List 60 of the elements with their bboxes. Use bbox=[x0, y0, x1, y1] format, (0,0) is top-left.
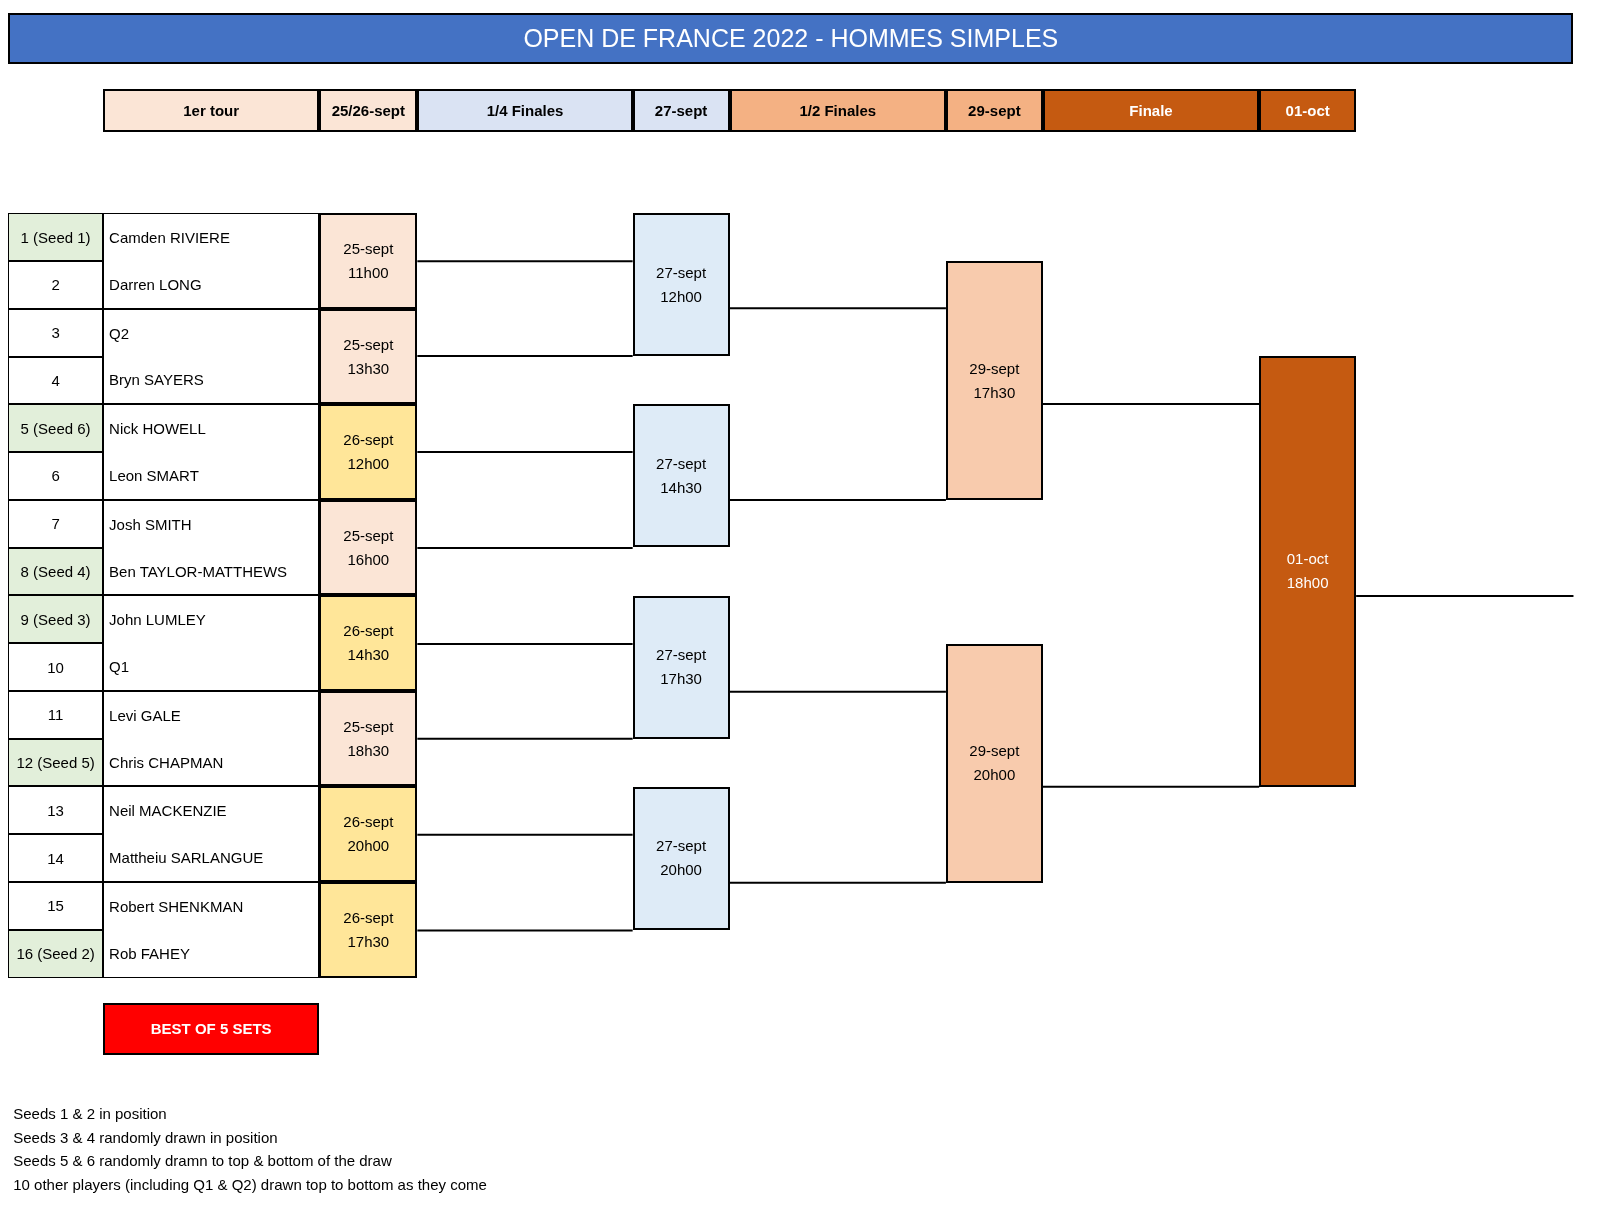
match-box: 27-sept 20h00 bbox=[632, 786, 730, 930]
bracket-line bbox=[728, 499, 947, 501]
column-header: 27-sept bbox=[632, 88, 730, 132]
note-text: Seeds 5 & 6 randomly dramn to top & bottom of the draw bbox=[13, 1152, 392, 1170]
match-box: 26-sept 12h00 bbox=[319, 404, 418, 500]
match-box: 25-sept 11h00 bbox=[319, 213, 418, 309]
bracket-line bbox=[416, 929, 634, 932]
note-banner: BEST OF 5 SETS bbox=[103, 1003, 320, 1056]
seed-number: 8 (Seed 4) bbox=[8, 547, 104, 596]
column-header: 1/2 Finales bbox=[729, 88, 946, 132]
seed-number: 16 (Seed 2) bbox=[8, 929, 104, 978]
match-box: 25-sept 18h30 bbox=[319, 690, 418, 787]
bracket-line bbox=[416, 546, 634, 549]
bracket-line bbox=[416, 260, 634, 263]
match-box: 25-sept 16h00 bbox=[319, 499, 418, 596]
note-text: Seeds 1 & 2 in position bbox=[13, 1105, 167, 1123]
seed-number: 14 bbox=[8, 834, 104, 882]
seed-number: 9 (Seed 3) bbox=[8, 595, 104, 644]
seed-number: 3 bbox=[8, 308, 104, 357]
match-box: 27-sept 12h00 bbox=[632, 213, 730, 357]
bracket-line bbox=[416, 355, 634, 358]
column-header: 01-oct bbox=[1259, 88, 1357, 132]
match-box: 27-sept 17h30 bbox=[632, 595, 730, 739]
match-box: 26-sept 14h30 bbox=[319, 595, 418, 691]
seed-number: 5 (Seed 6) bbox=[8, 404, 104, 453]
seed-number: 4 bbox=[8, 356, 104, 405]
bracket-line bbox=[416, 833, 634, 836]
match-box: 29-sept 20h00 bbox=[945, 643, 1043, 883]
match-box: 01-oct 18h00 bbox=[1259, 356, 1357, 787]
title-banner: OPEN DE FRANCE 2022 - HOMMES SIMPLES bbox=[8, 13, 1574, 65]
seed-number: 11 bbox=[8, 690, 104, 739]
match-box: 26-sept 20h00 bbox=[319, 786, 418, 882]
column-header: 29-sept bbox=[945, 88, 1043, 132]
bracket-line bbox=[728, 307, 947, 310]
bracket-line bbox=[728, 690, 947, 693]
column-header: Finale bbox=[1042, 88, 1260, 132]
bracket-line bbox=[1041, 785, 1261, 788]
bracket-line bbox=[416, 737, 634, 740]
seed-number: 10 bbox=[8, 643, 104, 691]
seed-number: 12 (Seed 5) bbox=[8, 738, 104, 787]
bracket-line bbox=[416, 642, 634, 645]
bracket-line bbox=[728, 881, 947, 884]
bracket-line bbox=[416, 451, 634, 454]
column-header: 1/4 Finales bbox=[417, 88, 633, 132]
seed-number: 1 (Seed 1) bbox=[8, 213, 104, 261]
seed-number: 15 bbox=[8, 882, 104, 930]
bracket-line bbox=[1041, 403, 1261, 406]
seed-number: 6 bbox=[8, 452, 104, 500]
column-header: 1er tour bbox=[103, 88, 320, 132]
match-box: 29-sept 17h30 bbox=[945, 261, 1043, 500]
seed-number: 13 bbox=[8, 786, 104, 835]
bracket-line bbox=[1355, 594, 1575, 597]
match-box: 27-sept 14h30 bbox=[632, 404, 730, 547]
note-text: 10 other players (including Q1 & Q2) drawn top to bottom as they come bbox=[13, 1175, 487, 1193]
column-header: 25/26-sept bbox=[319, 88, 418, 132]
note-text: Seeds 3 & 4 randomly drawn in position bbox=[13, 1128, 278, 1146]
match-box: 25-sept 13h30 bbox=[319, 308, 418, 405]
match-box: 26-sept 17h30 bbox=[319, 882, 418, 978]
seed-number: 7 bbox=[8, 499, 104, 548]
seed-number: 2 bbox=[8, 261, 104, 309]
